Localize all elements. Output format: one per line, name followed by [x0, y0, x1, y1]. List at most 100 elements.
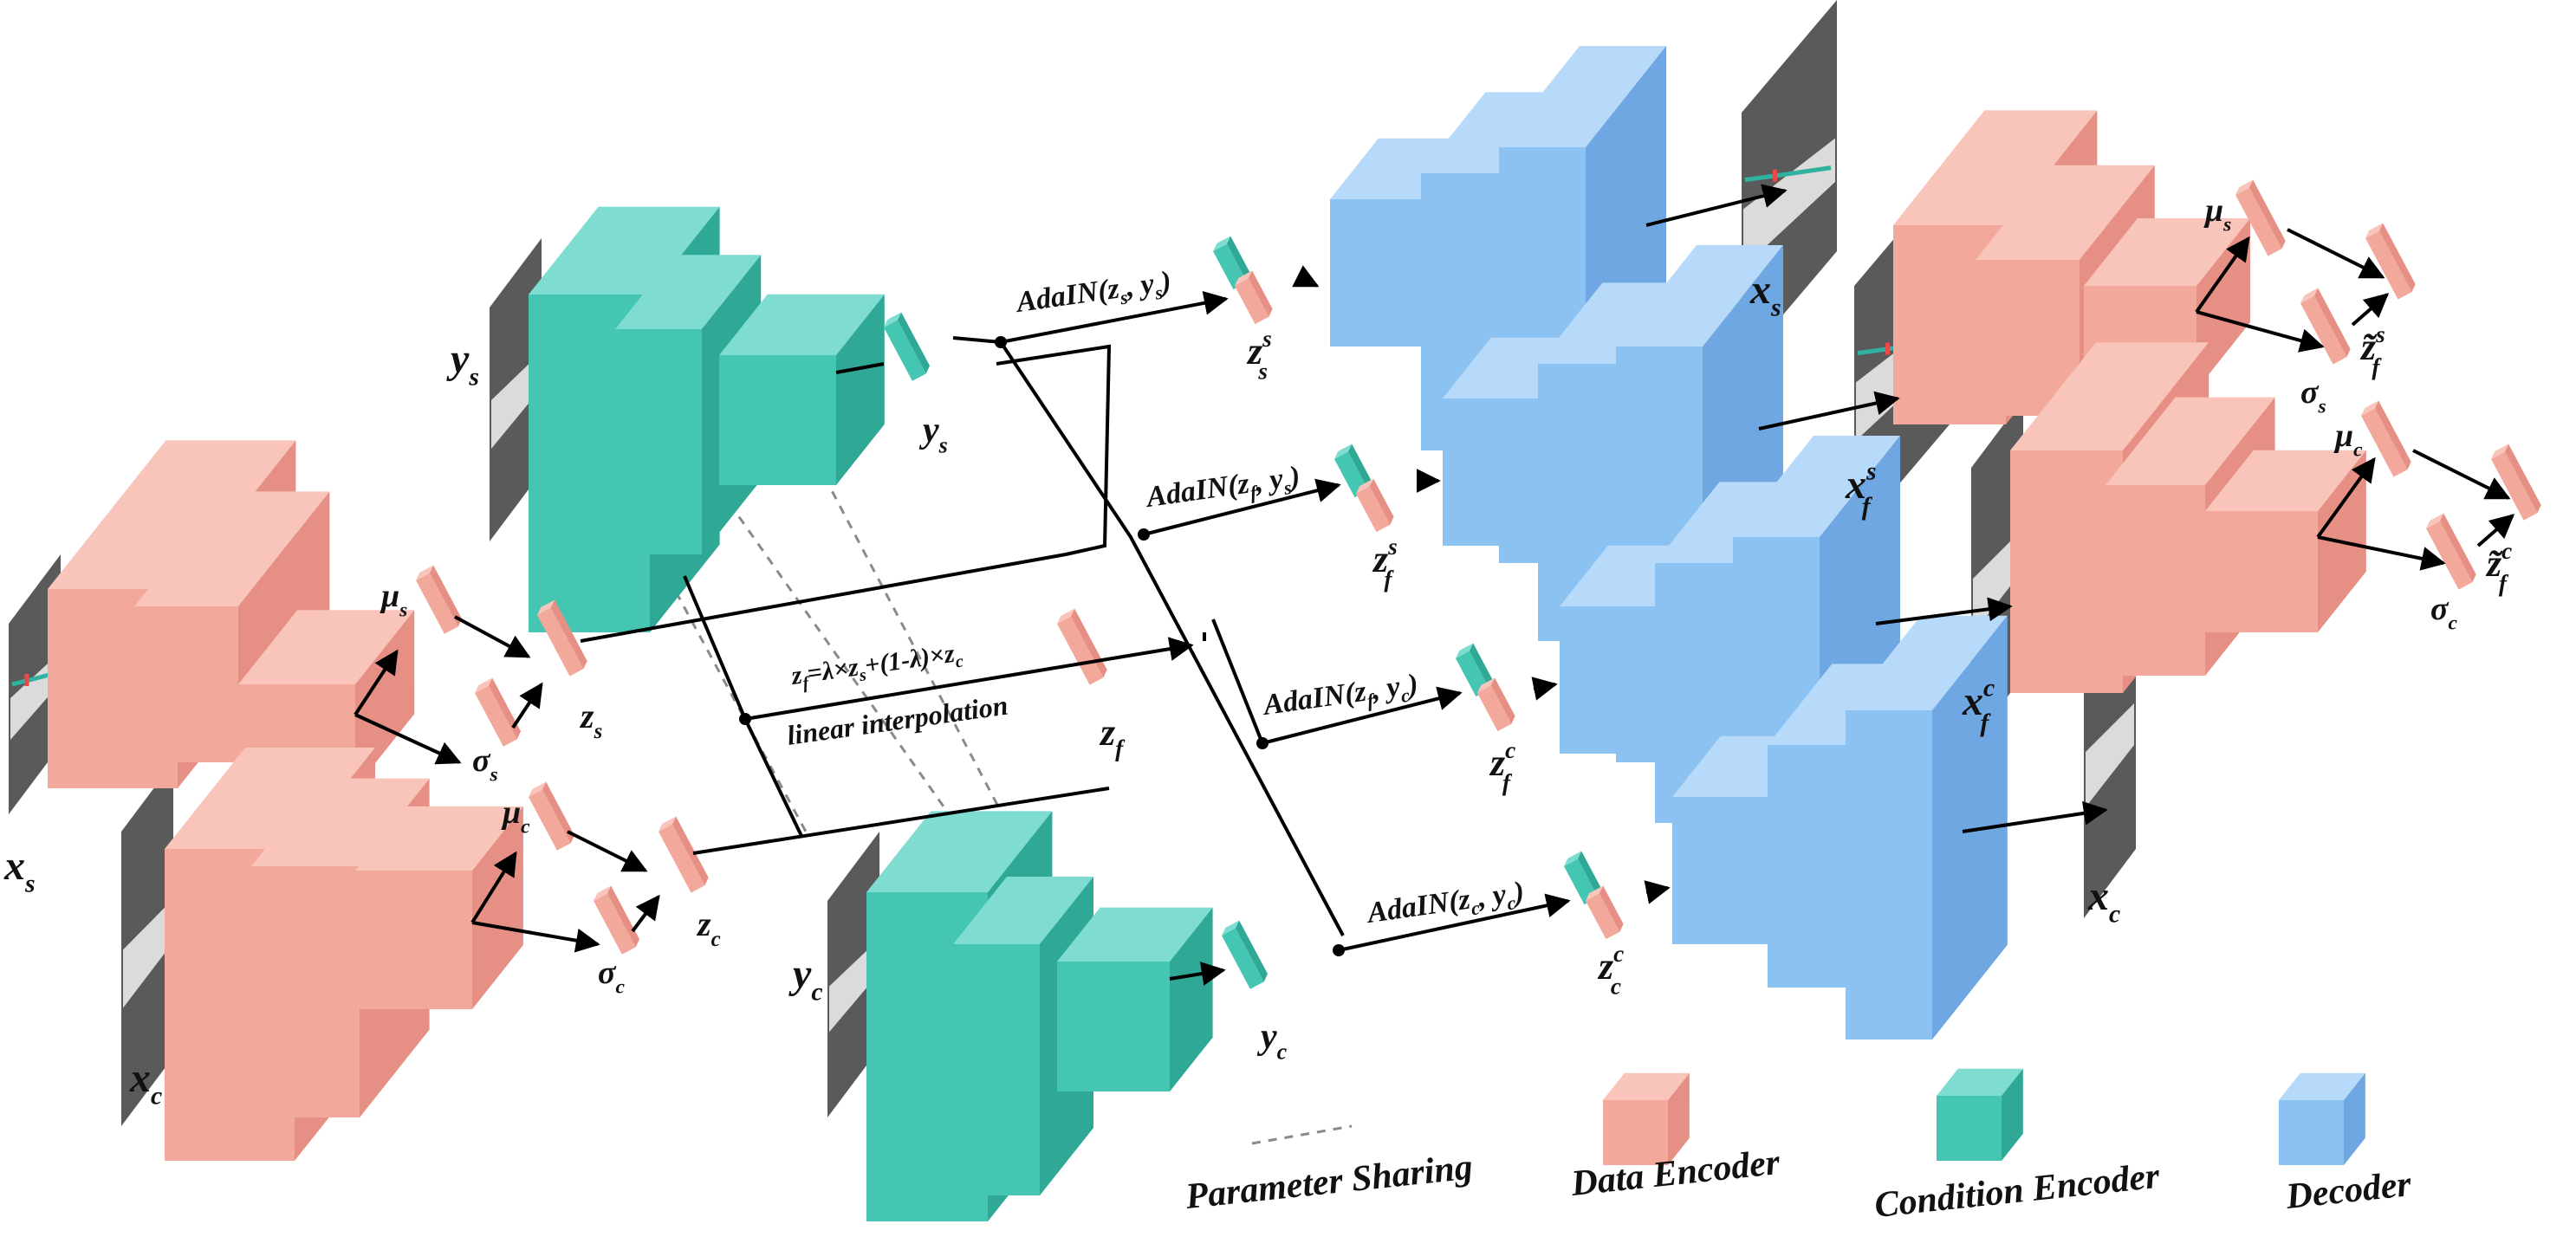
label-mu-c: μc — [501, 794, 530, 838]
label-out-xc: xc — [2087, 873, 2120, 928]
code-bar-sigma-s — [474, 677, 522, 747]
wire-ys-to-adain-fs-and-cc — [999, 340, 1345, 936]
code-bar-ztilde-fs — [2365, 223, 2416, 300]
code-bar-zfs-data — [1356, 478, 1394, 533]
connection-wires — [354, 184, 2515, 986]
wire-xs-to-mu-s — [354, 649, 399, 716]
wire-ys-enc-to-ys — [835, 362, 885, 374]
label-mu-s2: μs — [2203, 192, 2231, 236]
label-mu-s: μs — [380, 578, 407, 621]
code-bar-zfc-data — [1476, 677, 1515, 732]
code-bar-mu-c — [529, 781, 575, 851]
label-ys-input: ys — [446, 336, 479, 391]
wire-reenc-to-mu-c2 — [2316, 457, 2376, 539]
label-adain-fc: AdaIN(zf, yc) — [1260, 668, 1421, 726]
wire-decoder-to-xs — [1645, 184, 1788, 227]
label-xs-input: xs — [3, 843, 36, 897]
condition-encoder-yc-layer2 — [953, 877, 1093, 1195]
legend-label-condition-encoder: Condition Encoder — [1872, 1156, 2162, 1226]
wire-adain-fs — [1143, 478, 1341, 536]
wire-sigma-s-to-z-s — [511, 682, 543, 729]
input-image-xc — [121, 762, 173, 1126]
condition-encoder-ys-layer3 — [719, 294, 885, 485]
wire-mu-s-to-z-s — [454, 615, 531, 658]
code-bar-sigma-c — [594, 885, 640, 955]
code-bar-zss-data — [1235, 270, 1273, 325]
code-bar-y-s — [884, 312, 931, 381]
label-mu-c2: μc — [2333, 418, 2363, 461]
wire-sigma-c-to-z-c — [631, 894, 660, 933]
network-blocks — [48, 46, 2541, 1221]
wire-zs-branch — [683, 575, 747, 720]
junction-dot — [1256, 737, 1269, 749]
code-bar-z-c — [659, 816, 709, 893]
code-bar-y-c — [1222, 920, 1269, 989]
wire-xs-to-sigma-s — [354, 713, 462, 765]
wire-zc-branch — [743, 718, 803, 837]
wire-decoder-to-xc — [1962, 800, 2108, 833]
legend-swatch-decoder — [2279, 1072, 2365, 1165]
wire-zf-to-adain-fc — [1211, 619, 1264, 744]
label-adain-cc: AdaIN(zc, yc) — [1364, 876, 1527, 934]
wire-zc-to-node — [692, 787, 1110, 855]
label-z-f: zf — [1099, 711, 1126, 761]
wire-zs-to-node — [580, 553, 1067, 643]
wire-mu-c-to-z-c — [567, 830, 648, 872]
condition-encoder-yc-layer3 — [1057, 907, 1213, 1091]
decoder-zcc-layer3 — [1846, 615, 2008, 1040]
label-adain-fs: AdaIN(zf, ys) — [1143, 460, 1302, 518]
code-bar-z-s — [537, 599, 587, 677]
label-z-s: zs — [579, 696, 602, 743]
label-out-xs: xs — [1749, 267, 1781, 321]
label-sigma-c2: σc — [2430, 591, 2457, 634]
code-bar-z-f — [1057, 608, 1107, 685]
label-sigma-c: σc — [598, 955, 625, 998]
legend-swatch-condition-encoder — [1937, 1068, 2023, 1161]
wire-mu-s2-to-ztilde — [2287, 228, 2385, 279]
label-z-c: zc — [696, 904, 721, 951]
legend-dash-sample — [1251, 1124, 1353, 1145]
code-bar-ztilde-fc — [2490, 444, 2541, 521]
wire-zcc-to-decoder — [1644, 880, 1671, 904]
wire-sigma-c2-to-ztilde — [2476, 514, 2515, 547]
wire-reenc-to-sigma-c2 — [2317, 535, 2446, 571]
wire-sigma-s2-to-ztilde — [2351, 293, 2390, 327]
label-sigma-s: σs — [472, 742, 498, 786]
wire-mu-c2-to-ztilde — [2412, 449, 2511, 500]
wire-interp-node-to-zf — [744, 637, 1194, 721]
code-bar-sigma-c2 — [2426, 513, 2476, 590]
code-bar-mu-s2 — [2235, 179, 2286, 256]
code-bar-sigma-s2 — [2300, 288, 2351, 365]
wire-reenc-to-sigma-s2 — [2196, 310, 2325, 353]
wire-yc-enc-to-yc — [1169, 962, 1226, 986]
wire-adain-fc — [1262, 686, 1463, 745]
code-bar-mu-c2 — [2360, 400, 2411, 477]
label-sigma-s2: σs — [2300, 374, 2326, 418]
legend-label-decoder: Decoder — [2283, 1164, 2413, 1217]
wire-zs-loop — [996, 344, 1112, 556]
legend-swatch-data-encoder — [1603, 1072, 1690, 1165]
junction-dot — [739, 713, 751, 725]
wire-reenc-to-mu-s2 — [2195, 236, 2250, 314]
wire-adain-cc — [1338, 893, 1571, 952]
label-yc-input: yc — [788, 951, 823, 1006]
label-y-s-code: ys — [918, 411, 948, 458]
wire-xc-to-sigma-c — [471, 921, 600, 953]
code-bar-zcc-data — [1586, 885, 1624, 940]
wire-zfc-to-decoder — [1531, 677, 1558, 701]
label-xc-input: xc — [129, 1055, 162, 1110]
wire-decoder-to-xfc — [1875, 597, 2013, 625]
junction-dot — [995, 336, 1007, 348]
junction-dot — [1333, 944, 1345, 956]
